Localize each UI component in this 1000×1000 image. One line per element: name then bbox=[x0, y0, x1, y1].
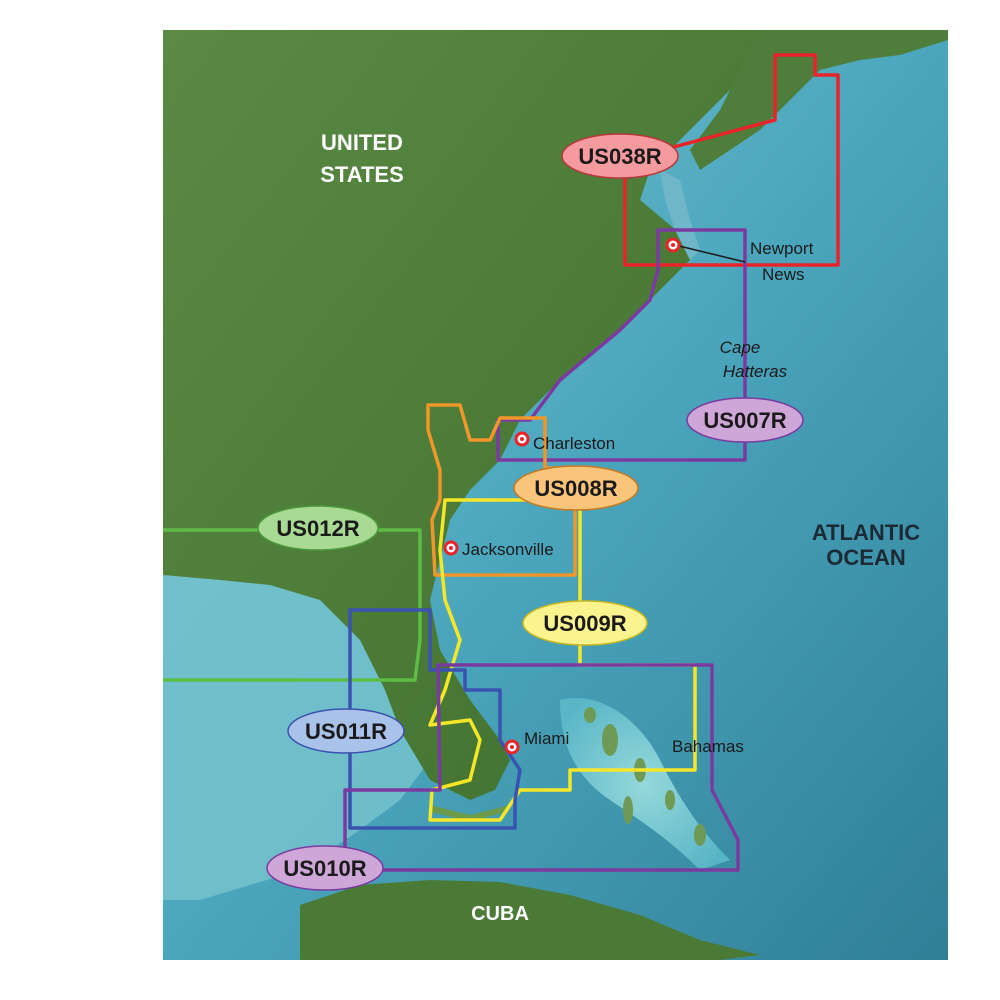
badge-us007r-text: US007R bbox=[703, 408, 786, 433]
place-labels: Newport News Cape Hatteras Charleston Ja… bbox=[462, 239, 814, 756]
city-markers bbox=[443, 237, 681, 755]
newport-news-leader bbox=[674, 244, 746, 263]
miami-label: Miami bbox=[524, 729, 569, 748]
new-england-coast bbox=[690, 30, 948, 170]
badge-us011r-text: US011R bbox=[305, 719, 387, 744]
jacksonville-marker[interactable] bbox=[443, 540, 459, 556]
bahamas-islands bbox=[584, 707, 706, 846]
us009r-outline[interactable] bbox=[428, 498, 697, 822]
badge-us012r-text: US012R bbox=[276, 516, 359, 541]
badge-us009r-text: US009R bbox=[543, 611, 626, 636]
badge-us010r[interactable]: US010R bbox=[266, 845, 384, 891]
us011r-outline[interactable] bbox=[348, 608, 522, 830]
badge-us010r-text: US010R bbox=[283, 856, 366, 881]
badge-us012r[interactable]: US012R bbox=[257, 505, 379, 551]
badge-us038r-text: US038R bbox=[578, 144, 661, 169]
us010r-outline[interactable] bbox=[343, 663, 740, 872]
united-states-label-line1: UNITED bbox=[321, 130, 403, 155]
cuba-island bbox=[300, 880, 760, 960]
badge-us009r[interactable]: US009R bbox=[522, 600, 648, 646]
cuba-label: CUBA bbox=[471, 903, 529, 925]
atlantic-ocean-label-line2: OCEAN bbox=[826, 545, 905, 570]
charleston-label: Charleston bbox=[533, 434, 615, 453]
cape-hatteras-label-line1: Cape bbox=[720, 338, 761, 357]
us038r-outline[interactable] bbox=[623, 53, 840, 267]
region-badges: US038R US007R US008R US012R US009R US011… bbox=[257, 133, 804, 891]
newport-news-label-line1: Newport bbox=[750, 239, 814, 258]
badge-us007r[interactable]: US007R bbox=[686, 397, 804, 443]
badge-us008r[interactable]: US008R bbox=[513, 465, 639, 511]
badge-us008r-text: US008R bbox=[534, 476, 617, 501]
region-labels: UNITED STATES ATLANTIC OCEAN CUBA bbox=[320, 130, 920, 925]
cape-hatteras-label-line2: Hatteras bbox=[723, 362, 788, 381]
us007r-outline[interactable] bbox=[496, 228, 747, 462]
jacksonville-label: Jacksonville bbox=[462, 540, 554, 559]
miami-marker[interactable] bbox=[504, 739, 520, 755]
charleston-marker[interactable] bbox=[514, 431, 530, 447]
badge-us011r[interactable]: US011R bbox=[287, 708, 405, 754]
chesapeake-bay bbox=[660, 170, 700, 260]
badge-us038r[interactable]: US038R bbox=[561, 133, 679, 179]
newport-news-marker[interactable] bbox=[665, 237, 681, 253]
bahamas-label: Bahamas bbox=[672, 737, 744, 756]
atlantic-ocean-label-line1: ATLANTIC bbox=[812, 520, 920, 545]
newport-news-label-line2: News bbox=[762, 265, 805, 284]
united-states-label-line2: STATES bbox=[320, 162, 404, 187]
